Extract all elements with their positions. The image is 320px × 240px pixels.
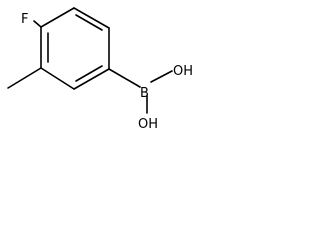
boron-bond xyxy=(108,68,141,88)
ring-bond-4 xyxy=(73,68,110,90)
boron-label: B xyxy=(140,86,149,101)
ring-double-bond-right xyxy=(75,65,103,82)
ring-bond-5 xyxy=(40,67,75,90)
structure-canvas: F B OH OH xyxy=(0,0,198,138)
ring-double-bond-top xyxy=(75,14,103,31)
hydroxyl-top-label: OH xyxy=(173,64,193,79)
boron-oh-top-bond xyxy=(150,70,173,83)
structure-diagram: F B OH OH xyxy=(7,7,193,132)
ring-bond-1 xyxy=(40,7,75,28)
methyl-bond xyxy=(7,67,42,89)
fluorine-bond xyxy=(33,20,42,28)
hydroxyl-bottom-label: OH xyxy=(138,117,158,132)
fluorine-label: F xyxy=(21,12,28,27)
ring-bond-2 xyxy=(73,7,110,29)
